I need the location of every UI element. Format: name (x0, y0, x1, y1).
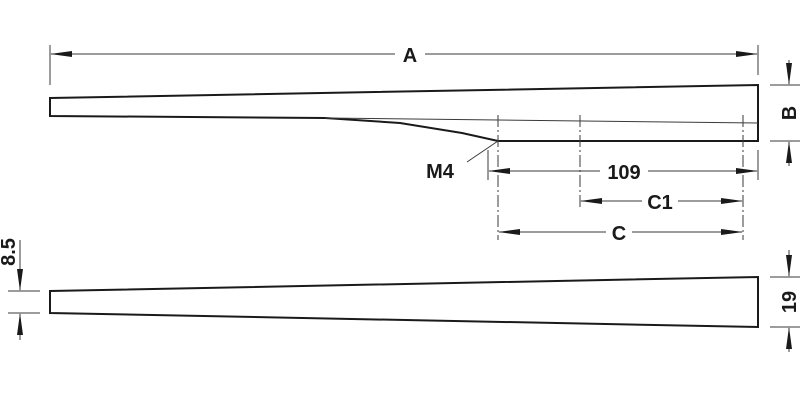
label-bg-a (395, 42, 425, 66)
top-view (49, 42, 800, 244)
bracket-inner-edge (324, 117, 759, 124)
thread-label-m4: M4 (426, 161, 455, 183)
label-bg-c1 (642, 189, 678, 213)
bracket-top-outline (49, 83, 759, 142)
dimension-label-c1: C1 (647, 192, 673, 214)
dimension-label-c: C (612, 223, 626, 245)
dimension-label-109: 109 (607, 162, 640, 184)
dimension-label-b: B (779, 106, 800, 120)
dimension-label-a: A (403, 45, 417, 67)
side-view (8, 240, 800, 352)
label-bg-c (606, 220, 632, 244)
label-bg-109 (600, 159, 648, 183)
m4-leader-line (466, 140, 499, 163)
dimension-label-8-5: 8.5 (0, 238, 20, 266)
dimension-label-19: 19 (779, 291, 800, 313)
bracket-side-outline (49, 275, 759, 329)
